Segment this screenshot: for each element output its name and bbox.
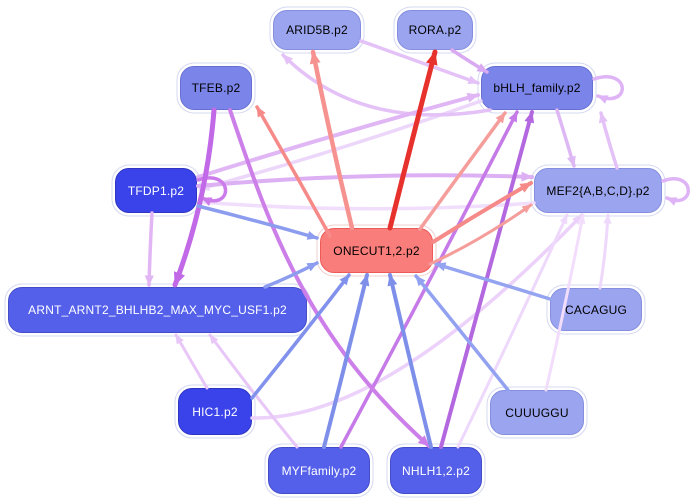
arrowhead-bhlh-to-arid5b [282,54,293,65]
arrowhead-hic1-to-mef2 [572,214,583,225]
arrowhead-bhlh-to-tfdp1 [199,182,211,191]
arrowhead-cuuuggu-to-mef2 [577,214,586,225]
node-bhlh[interactable]: bHLH_family.p2 [481,66,593,110]
edge-tfdp1-to-onecut [196,204,319,240]
arrowhead-onecut-to-tfeb [256,106,266,118]
arrowhead-tfdp1-to-mef2 [521,171,533,182]
node-cuuuggu[interactable]: CUUUGGU [490,390,584,435]
arrowhead-nhlh-to-onecut [387,274,398,287]
arrowhead-mef2-to-mef2 [666,197,678,206]
edge-cacagug-to-onecut [434,262,552,301]
arrowhead-tfdp1-to-arnt [144,275,154,286]
node-cacagug[interactable]: CACAGUG [550,288,642,331]
arrowhead-arnt-to-onecut [306,262,318,272]
node-mef2[interactable]: MEF2{A,B,C,D}.p2 [534,168,662,213]
edge-tfeb-to-nhlh [228,108,431,448]
edge-onecut-to-rora [387,49,438,231]
edge-bhlh-to-mef2 [555,108,576,168]
arrowhead-myf-to-onecut [359,274,370,287]
node-nhlh[interactable]: NHLH1,2.p2 [390,447,482,494]
arrowhead-tfdp1-to-bhlh [466,92,479,103]
arrowhead-nhlh-to-bhlh [524,111,535,124]
edge-tfdp1-to-mef2 [196,173,534,188]
edge-onecut-to-bhlh [418,111,507,231]
arrowhead-mef2-to-tfdp1 [199,196,210,206]
node-arnt[interactable]: ARNT_ARNT2_BHLHB2_MAX_MYC_USF1.p2 [8,287,307,333]
edge-mef2-to-tfdp1 [198,200,536,211]
edge-onecut-to-arid5b [310,49,355,231]
arrowhead-nhlh-to-mef2 [559,214,568,225]
arrowhead-mef2-to-bhlh [598,112,608,124]
arrowhead-cacagug-to-onecut [435,262,447,272]
node-onecut[interactable]: ONECUT1,2.p2 [320,228,433,273]
arrowhead-cacagug-to-mef2 [603,214,612,224]
arrowhead-bhlh-to-bhlh [597,95,609,104]
arrowhead-onecut-to-mef2 [519,182,532,193]
edge-bhlh-to-arid5b [281,53,492,117]
arrowhead-myf-to-arnt [209,334,219,345]
edge-rora-to-bhlh [450,48,489,74]
arrowhead-myf-to-bhlh [508,111,518,123]
edge-mef2-to-bhlh [599,111,619,170]
arrowhead-cuuuggu-to-onecut [415,275,426,287]
node-tfeb[interactable]: TFEB.p2 [180,66,252,110]
arrowhead-hic1-to-arnt [175,334,184,345]
node-myf[interactable]: MYFfamily.p2 [268,447,370,494]
edge-hic1-to-arnt [174,333,209,390]
node-hic1[interactable]: HIC1.p2 [178,388,252,435]
edge-tfdp1-to-arnt [147,211,154,287]
arrowhead-hic1-to-onecut [339,274,350,286]
arrowhead-tfdp1-to-tfdp1 [201,197,213,206]
edge-bhlh-to-bhlh [592,75,624,101]
node-rora[interactable]: RORA.p2 [397,10,473,50]
arrowhead-onecut-to-mef2 [521,204,532,214]
edge-tfdp1-to-tfdp1 [196,176,228,203]
edge-cacagug-to-mef2 [598,213,610,290]
node-tfdp1[interactable]: TFDP1.p2 [115,168,197,213]
arrowhead-tfeb-to-arnt [173,271,185,286]
arrowhead-onecut-to-bhlh [495,112,506,124]
arrowhead-bhlh-to-mef2 [567,155,576,167]
edge-nhlh-to-onecut [388,273,433,449]
node-arid5b[interactable]: ARID5B.p2 [273,10,361,50]
edge-onecut-to-mef2 [428,203,533,266]
arrowhead-onecut-to-arid5b [309,51,321,65]
edge-arnt-to-onecut [263,261,319,289]
edge-onecut-to-mef2 [431,181,533,244]
arrowhead-onecut-to-rora [426,51,438,66]
edge-myf-to-onecut [322,273,369,449]
arrowhead-tfdp1-to-onecut [306,231,318,240]
edge-bhlh-to-tfdp1 [198,99,483,191]
edge-mef2-to-mef2 [661,177,690,203]
arrowhead-arid5b-to-bhlh [467,75,479,85]
edge-onecut-to-tfeb [255,105,332,238]
edge-cuuuggu-to-onecut [414,274,510,392]
